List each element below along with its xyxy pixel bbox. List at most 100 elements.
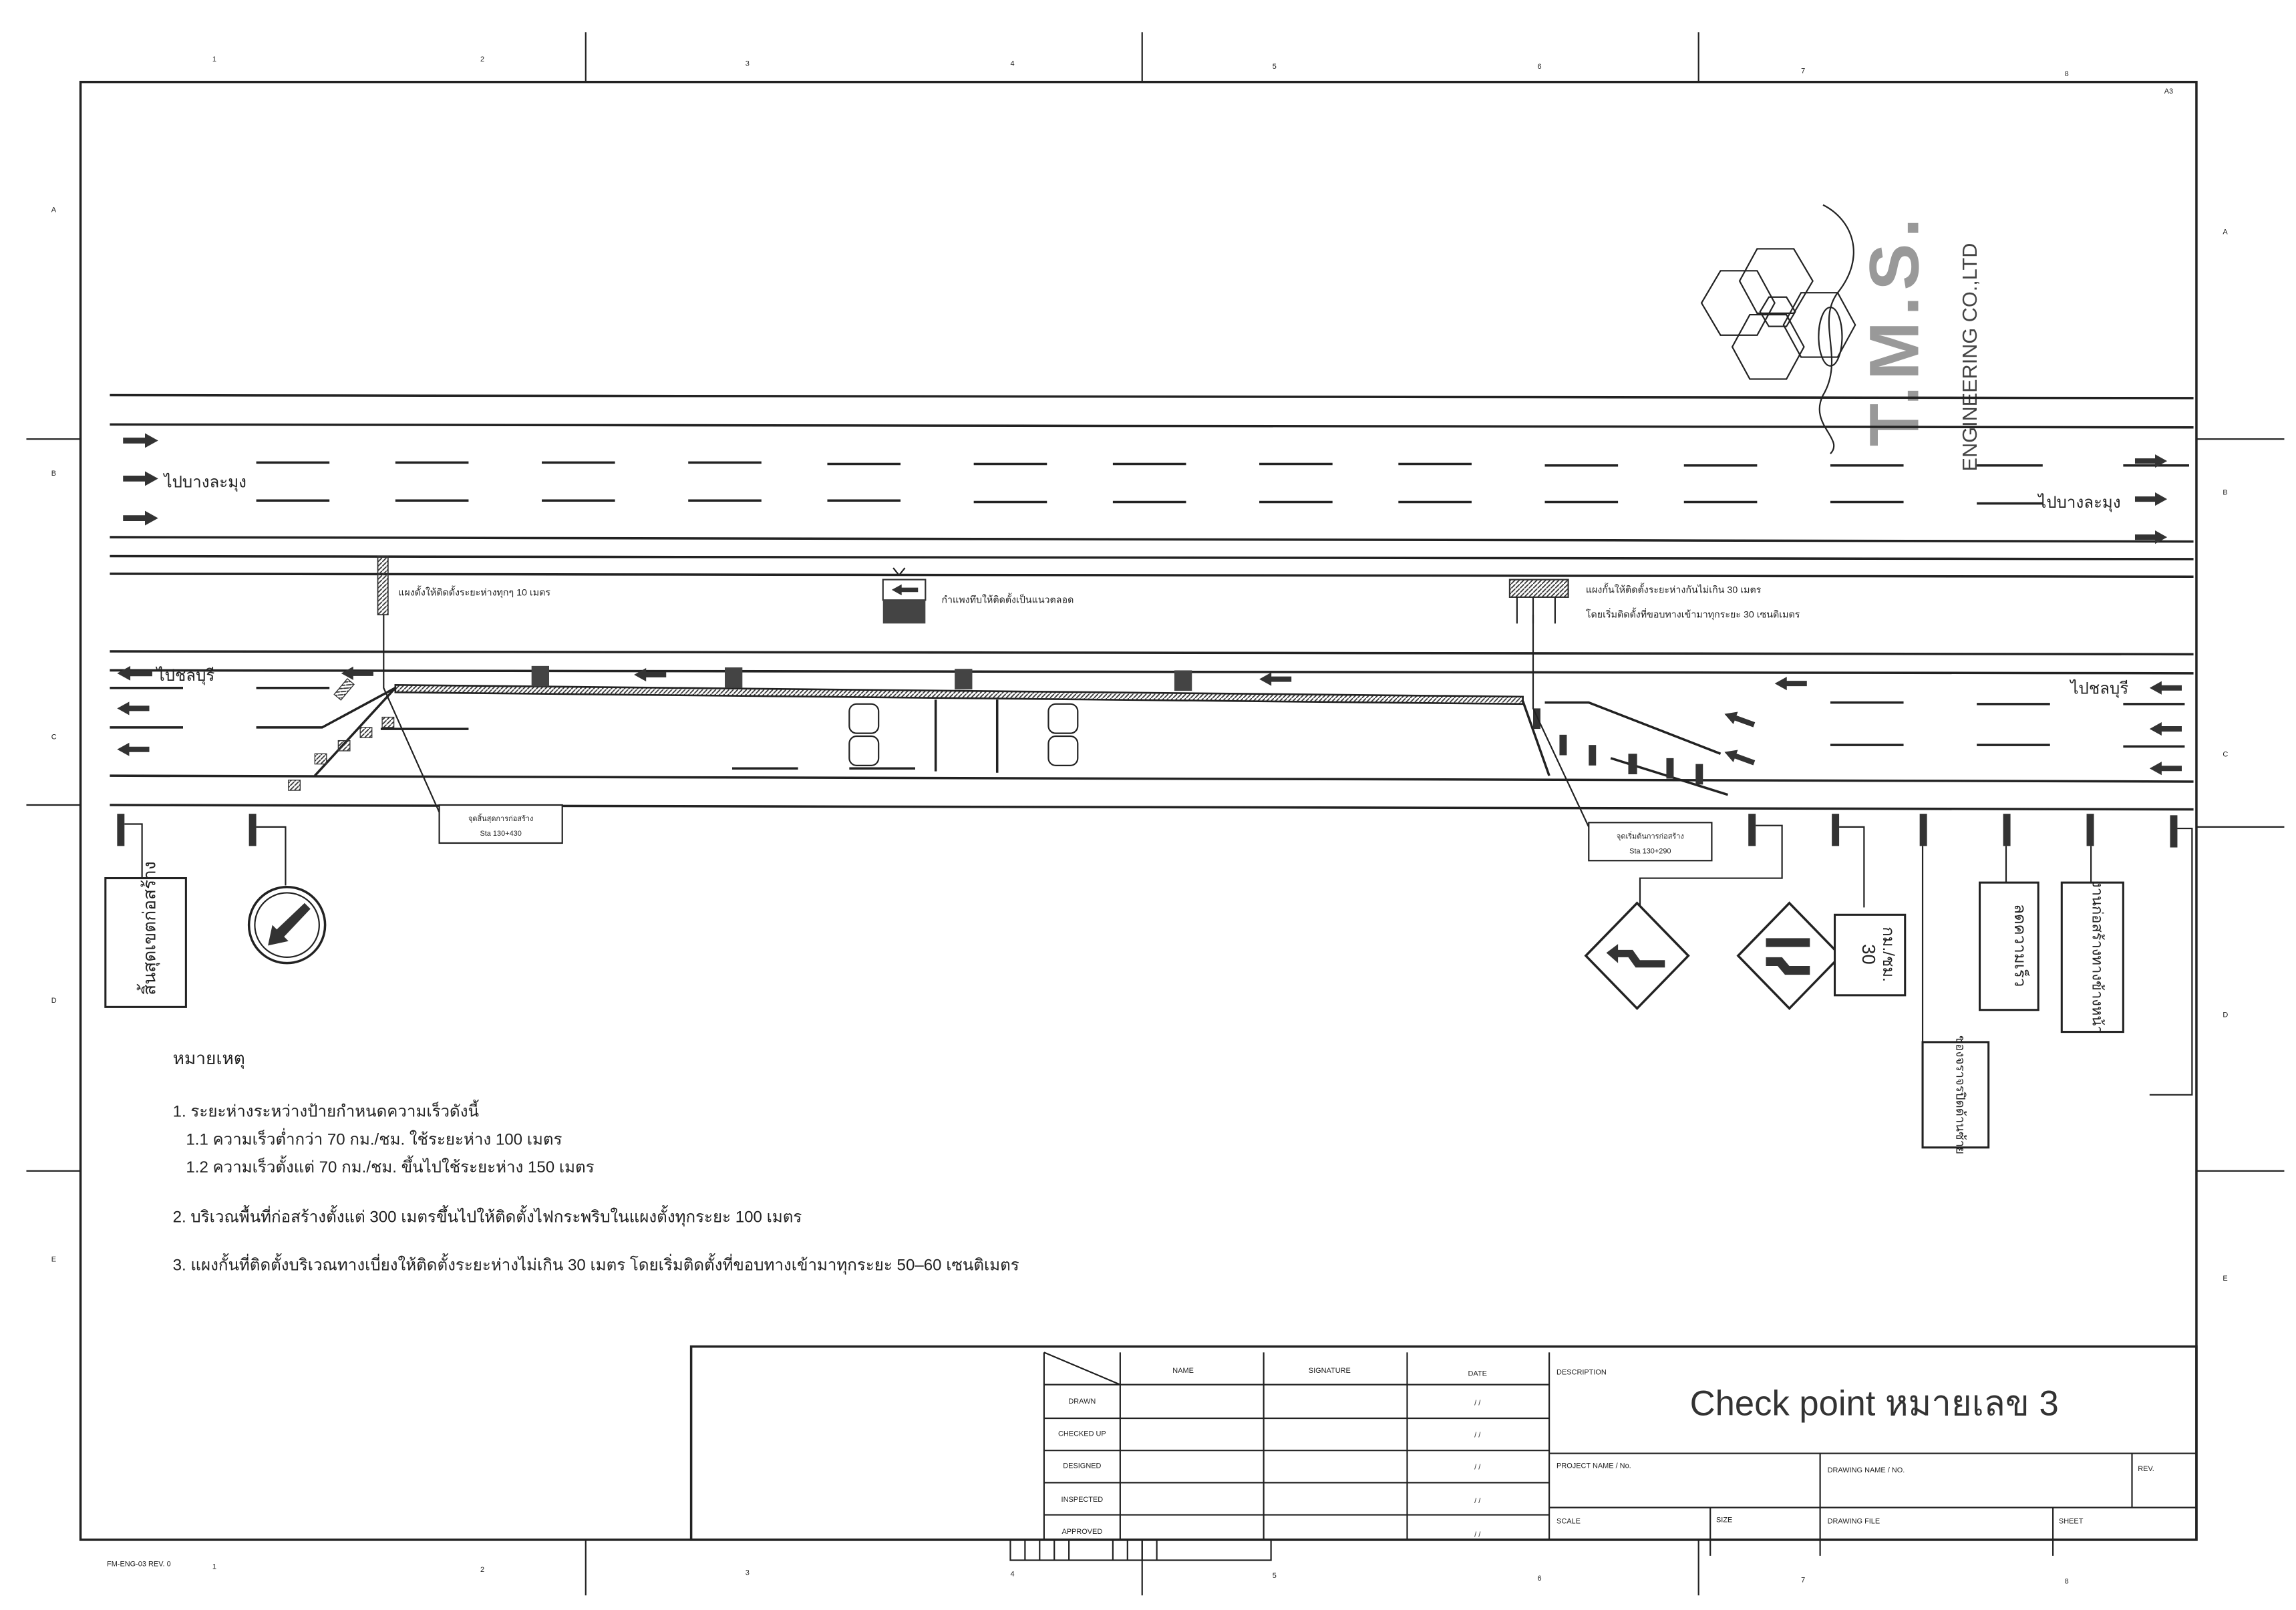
svg-text:A: A [2223, 228, 2228, 236]
flasher-barriers [531, 665, 1192, 691]
svg-text:DESCRIPTION: DESCRIPTION [1556, 1368, 1607, 1376]
taper-barricades-right [1532, 708, 1703, 785]
svg-text:8: 8 [2065, 70, 2069, 78]
svg-text:E: E [2223, 1275, 2227, 1283]
svg-text:2: 2 [480, 55, 484, 63]
svg-text:3: 3 [746, 60, 750, 68]
svg-text:NAME: NAME [1172, 1367, 1194, 1375]
chonburi-arrows [117, 665, 2182, 776]
svg-text:4: 4 [1010, 60, 1014, 68]
svg-text:B: B [2223, 489, 2227, 497]
svg-text:APPROVED: APPROVED [1061, 1528, 1102, 1536]
notes-heading: หมายเหตุ [173, 1048, 245, 1069]
arrow-right-icon [2134, 492, 2168, 506]
svg-text:B: B [51, 470, 56, 478]
end-point-callout: จุดสิ้นสุดการก่อสร้าง Sta 130+430 [383, 615, 563, 844]
svg-text:SHEET: SHEET [2059, 1518, 2084, 1526]
roadway-chonburi: ไปชลบุรี ไปชลบุรี [110, 650, 2194, 811]
lane-closed-sign-icon [1736, 901, 1842, 1011]
direction-label: ไปบางละมุง [162, 473, 246, 492]
svg-text:ช่องจราจรปิดด้านซ้าย: ช่องจราจรปิดด้านซ้าย [1953, 1035, 1967, 1154]
svg-text:/ /: / / [1474, 1497, 1481, 1505]
svg-text:จุดเริ่มต้นการก่อสร้าง: จุดเริ่มต้นการก่อสร้าง [1617, 831, 1684, 840]
svg-text:3. แผงกั้นที่ติดตั้งบริเวณทาง: 3. แผงกั้นที่ติดตั้งบริเวณทางเบี่ยงให้ติ… [173, 1253, 1019, 1275]
svg-text:3: 3 [746, 1569, 750, 1577]
direction-label: ไปชลบุรี [2069, 679, 2128, 698]
svg-text:2: 2 [480, 1566, 484, 1574]
arrow-right-icon [123, 471, 158, 486]
sign-speed-limit [1833, 913, 1907, 997]
svg-text:กม./ชม.: กม./ชม. [1879, 927, 1897, 982]
svg-text:DRAWING NAME / NO.: DRAWING NAME / NO. [1828, 1466, 1905, 1474]
direction-label: ไปชลบุรี [156, 666, 215, 685]
svg-text:CHECKED UP: CHECKED UP [1058, 1430, 1106, 1438]
svg-text:PROJECT NAME / No.: PROJECT NAME / No. [1556, 1462, 1631, 1470]
post-marker-icon [377, 555, 389, 616]
keep-left-sign-icon [247, 885, 327, 965]
logo-brand: T.M.S. [1855, 212, 1933, 447]
svg-text:SIZE: SIZE [1716, 1516, 1732, 1524]
sign-end-construction-zone [104, 877, 187, 1008]
zone-letters-left: A B C D E [51, 206, 57, 1264]
svg-text:D: D [2223, 1011, 2228, 1019]
notes: หมายเหตุ 1. ระยะห่างระหว่างป้ายกำหนดความ… [173, 1048, 1019, 1275]
svg-text:C: C [2223, 751, 2228, 759]
legend-items: แผงตั้งให้ติดตั้งระยะห่างทุกๆ 10 เมตร กำ… [377, 555, 1800, 624]
svg-text:/ /: / / [1474, 1399, 1481, 1407]
svg-text:DATE: DATE [1468, 1370, 1487, 1378]
svg-text:แผงตั้งให้ติดตั้งระยะห่างทุกๆ: แผงตั้งให้ติดตั้งระยะห่างทุกๆ 10 เมตร [398, 586, 550, 599]
barricade-icon [1508, 579, 1569, 624]
svg-text:/ /: / / [1474, 1531, 1481, 1539]
svg-text:30: 30 [1858, 944, 1879, 964]
logo-company: ENGINEERING CO.,LTD [1958, 243, 1981, 472]
svg-text:โดยเริ่มติดตั้งที่ขอบทางเข้ามา: โดยเริ่มติดตั้งที่ขอบทางเข้ามาทุกระยะ 30… [1586, 608, 1800, 621]
company-logo: T.M.S. ENGINEERING CO.,LTD [1700, 204, 1981, 472]
svg-text:1.1 ความเร็วต่ำกว่า 70 กม./ช: 1.1 ความเร็วต่ำกว่า 70 กม./ชม. ใช้ระยะห่… [186, 1128, 562, 1148]
svg-text:DRAWN: DRAWN [1068, 1398, 1096, 1406]
svg-text:งานก่อสร้างทางข้างหน้า: งานก่อสร้างทางข้างหน้า [2089, 880, 2106, 1034]
svg-text:SIGNATURE: SIGNATURE [1309, 1367, 1351, 1375]
drawing-description: Check point หมายเลข 3 [1690, 1384, 2059, 1424]
sign-post-icons [117, 814, 2178, 848]
svg-text:DRAWING FILE: DRAWING FILE [1828, 1518, 1880, 1526]
roadway-bang-lamung: ไปบางละมุง ไปบางละมุง [110, 393, 2194, 578]
svg-text:2. บริเวณพื้นที่ก่อสร้างตั้งแ: 2. บริเวณพื้นที่ก่อสร้างตั้งแต่ 300 เมตร… [173, 1204, 802, 1227]
svg-text:Sta 130+430: Sta 130+430 [480, 830, 521, 838]
svg-text:C: C [51, 733, 57, 741]
svg-text:จุดสิ้นสุดการก่อสร้าง: จุดสิ้นสุดการก่อสร้าง [468, 813, 533, 823]
arrow-right-icon [123, 433, 158, 448]
svg-text:DESIGNED: DESIGNED [1063, 1462, 1101, 1470]
svg-text:4: 4 [1010, 1571, 1014, 1579]
start-point-callout: จุดเริ่มต้นการก่อสร้าง Sta 130+290 [1532, 615, 1713, 862]
direction-label: ไปบางละมุง [2037, 493, 2120, 512]
svg-text:กำแพงทึบให้ติดตั้งเป็นแนวตลอด: กำแพงทึบให้ติดตั้งเป็นแนวตลอด [941, 593, 1074, 606]
svg-text:5: 5 [1273, 63, 1277, 71]
sheet-size-code: A3 [2164, 88, 2173, 96]
svg-text:5: 5 [1273, 1572, 1277, 1580]
svg-text:6: 6 [1538, 1575, 1542, 1583]
sign-left-lane-closed [1921, 1041, 1990, 1149]
svg-text:1: 1 [212, 1563, 216, 1571]
lane-shift-left-sign-icon [1584, 901, 1690, 1011]
title-block: NAME SIGNATURE DATE DRAWN CHECKED UP DES… [689, 1345, 2198, 1561]
barrier-wall-icon [882, 567, 927, 624]
svg-text:8: 8 [2065, 1578, 2069, 1586]
sheet-frame: 1 2 3 4 5 6 7 8 A B C D E A B C D E A3 1… [26, 32, 2285, 1596]
svg-text:1.2 ความเร็วตั้งแต่ 70 กม./ช: 1.2 ความเร็วตั้งแต่ 70 กม./ชม. ขึ้นไปใช้… [186, 1155, 594, 1176]
zone-numbers-bottom: 1 2 3 4 5 6 7 8 [212, 1563, 2069, 1586]
roadside-signs: สิ้นสุดเขตก่อสร้าง 30 กม./ชม. ลดความเร็ว… [104, 814, 2193, 1154]
svg-text:1. ระยะห่างระหว่างป้ายกำหนดคว: 1. ระยะห่างระหว่างป้ายกำหนดความเร็วดังนี… [173, 1100, 479, 1121]
svg-text:REV.: REV. [2138, 1465, 2154, 1473]
svg-text:1: 1 [212, 55, 216, 63]
svg-text:6: 6 [1538, 63, 1542, 71]
svg-text:แผงกั้นให้ติดตั้งระยะห่างกันไม: แผงกั้นให้ติดตั้งระยะห่างกันไม่เกิน 30 เ… [1586, 583, 1762, 595]
svg-text:Sta 130+290: Sta 130+290 [1629, 847, 1671, 855]
zone-letters-right: A B C D E [2223, 228, 2228, 1283]
sign-slow-down [1979, 881, 2039, 1011]
svg-text:SCALE: SCALE [1556, 1518, 1581, 1526]
svg-text:D: D [51, 997, 57, 1005]
zone-numbers-top: 1 2 3 4 5 6 7 8 [212, 55, 2069, 78]
svg-text:INSPECTED: INSPECTED [1061, 1496, 1104, 1504]
form-code: FM-ENG-03 REV. 0 [107, 1560, 171, 1568]
